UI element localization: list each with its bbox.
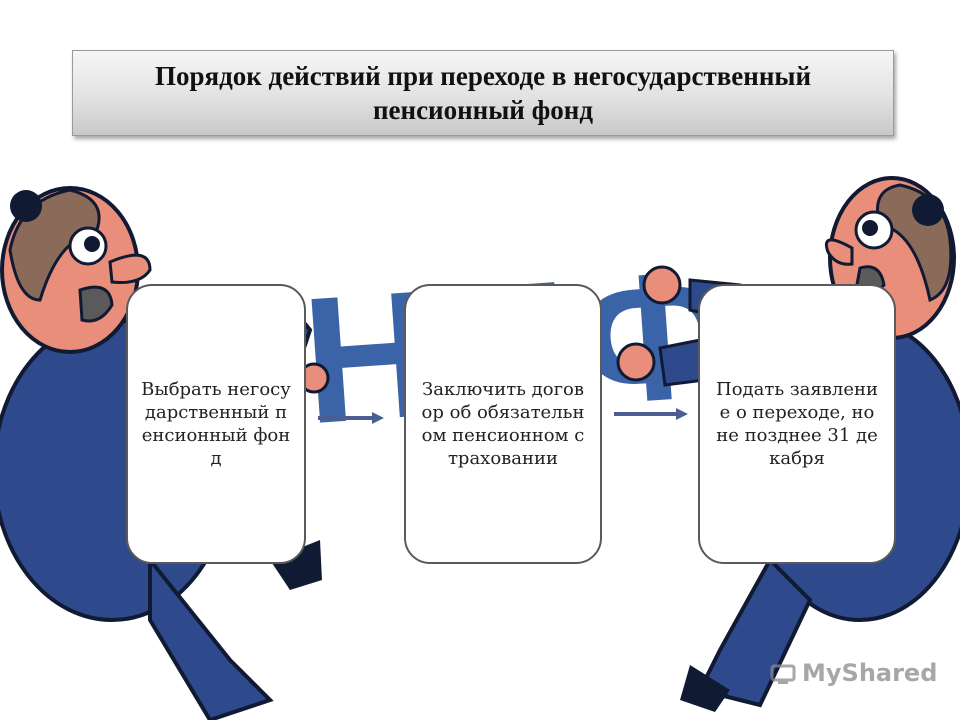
title-banner: Порядок действий при переходе в негосуда… [72,50,894,136]
step-box-2: Заключить договор об обязательном пенсио… [404,284,602,564]
step-box-1: Выбрать негосударственный пенсионный фон… [126,284,306,564]
step-2-text: Заключить договор об обязательном пенсио… [421,379,585,469]
step-box-3: Подать заявление о переходе, но не поздн… [698,284,896,564]
watermark: MyShared [770,658,937,688]
step-3-text: Подать заявление о переходе, но не поздн… [716,379,878,469]
step-1-text: Выбрать негосударственный пенсионный фон… [141,379,291,469]
arrow-step1-to-step2 [318,412,384,424]
arrow-step2-to-step3 [614,408,688,420]
watermark-text: MyShared [802,659,938,687]
page-title: Порядок действий при переходе в негосуда… [154,61,812,125]
watermark-icon [770,664,796,684]
